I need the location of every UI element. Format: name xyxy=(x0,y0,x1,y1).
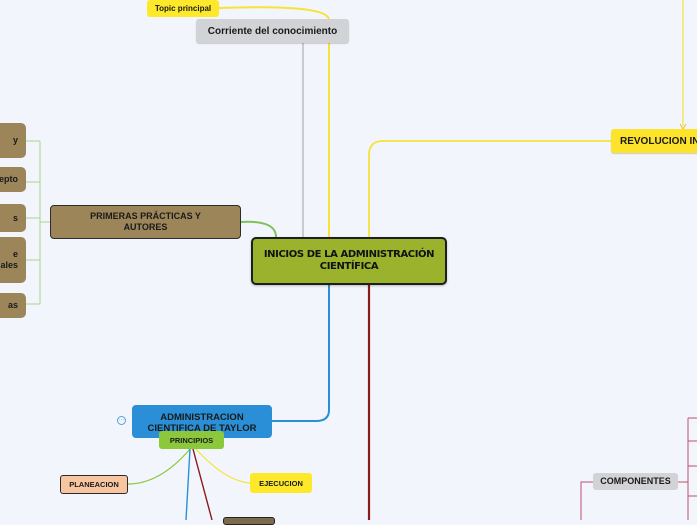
left-item-2-line1: epto xyxy=(0,174,18,184)
adm-taylor-line2: CIENTIFICA DE TAYLOR xyxy=(147,423,257,434)
left-item-1-line1: y xyxy=(12,135,18,145)
left-item-2[interactable]: epto xyxy=(0,167,26,192)
primeras-line1: PRIMERAS PRÁCTICAS Y xyxy=(90,211,201,221)
revolucion-label: REVOLUCION INDUSTRIAL xyxy=(620,135,697,147)
left-item-3-line1: s xyxy=(12,212,18,223)
topic-principal-node[interactable]: Topic principal xyxy=(147,0,219,17)
revolucion-node[interactable]: REVOLUCION INDUSTRIAL xyxy=(611,129,697,153)
principios-node[interactable]: PRINCIPIOS xyxy=(159,431,224,449)
connector-revolucion xyxy=(368,140,611,237)
ejecucion-node[interactable]: EJECUCION xyxy=(250,473,312,493)
planeacion-node[interactable]: PLANEACION xyxy=(60,475,128,494)
central-topic-line2: CIENTÍFICA xyxy=(319,261,379,272)
ejecucion-label: EJECUCION xyxy=(259,478,303,488)
adm-taylor-line1: ADMINISTRACION xyxy=(160,412,244,423)
principios-label: PRINCIPIOS xyxy=(169,435,214,445)
central-topic-line1: INICIOS DE LA ADMINISTRACIÓN xyxy=(263,249,435,260)
left-item-4-line1: e xyxy=(12,249,18,259)
connector-adm-taylor xyxy=(272,285,330,422)
left-item-3[interactable]: s xyxy=(0,204,26,232)
connector-primeras xyxy=(240,220,277,238)
connector-ejecucion xyxy=(195,448,251,484)
topic-principal-label: Topic principal xyxy=(154,4,212,13)
left-item-1[interactable]: y xyxy=(0,123,26,158)
partial-node-bottom[interactable] xyxy=(223,517,275,525)
adm-taylor-node[interactable]: ADMINISTRACION CIENTIFICA DE TAYLOR xyxy=(132,405,272,438)
corriente-node[interactable]: Corriente del conocimiento xyxy=(196,19,349,43)
componentes-label: COMPONENTES xyxy=(600,476,671,486)
left-item-5-line1: as xyxy=(7,300,18,310)
left-item-4[interactable]: e ales xyxy=(0,237,26,283)
collapse-icon[interactable]: ··· xyxy=(117,416,126,425)
left-item-4-line2: ales xyxy=(0,260,18,270)
primeras-line2: AUTORES xyxy=(123,222,168,232)
connector-darkred-down xyxy=(192,448,213,520)
componentes-node[interactable]: COMPONENTES xyxy=(593,473,678,490)
connector-blue-down xyxy=(185,448,191,520)
central-topic-node[interactable]: INICIOS DE LA ADMINISTRACIÓN CIENTÍFICA xyxy=(251,237,447,285)
left-item-5[interactable]: as xyxy=(0,293,26,318)
connector-planeacion xyxy=(127,448,191,485)
corriente-label: Corriente del conocimiento xyxy=(207,25,338,37)
planeacion-label: PLANEACION xyxy=(69,480,119,489)
primeras-practicas-node[interactable]: PRIMERAS PRÁCTICAS Y AUTORES xyxy=(50,205,241,239)
bracket-componentes xyxy=(580,417,697,520)
bracket-left-items xyxy=(26,140,50,305)
